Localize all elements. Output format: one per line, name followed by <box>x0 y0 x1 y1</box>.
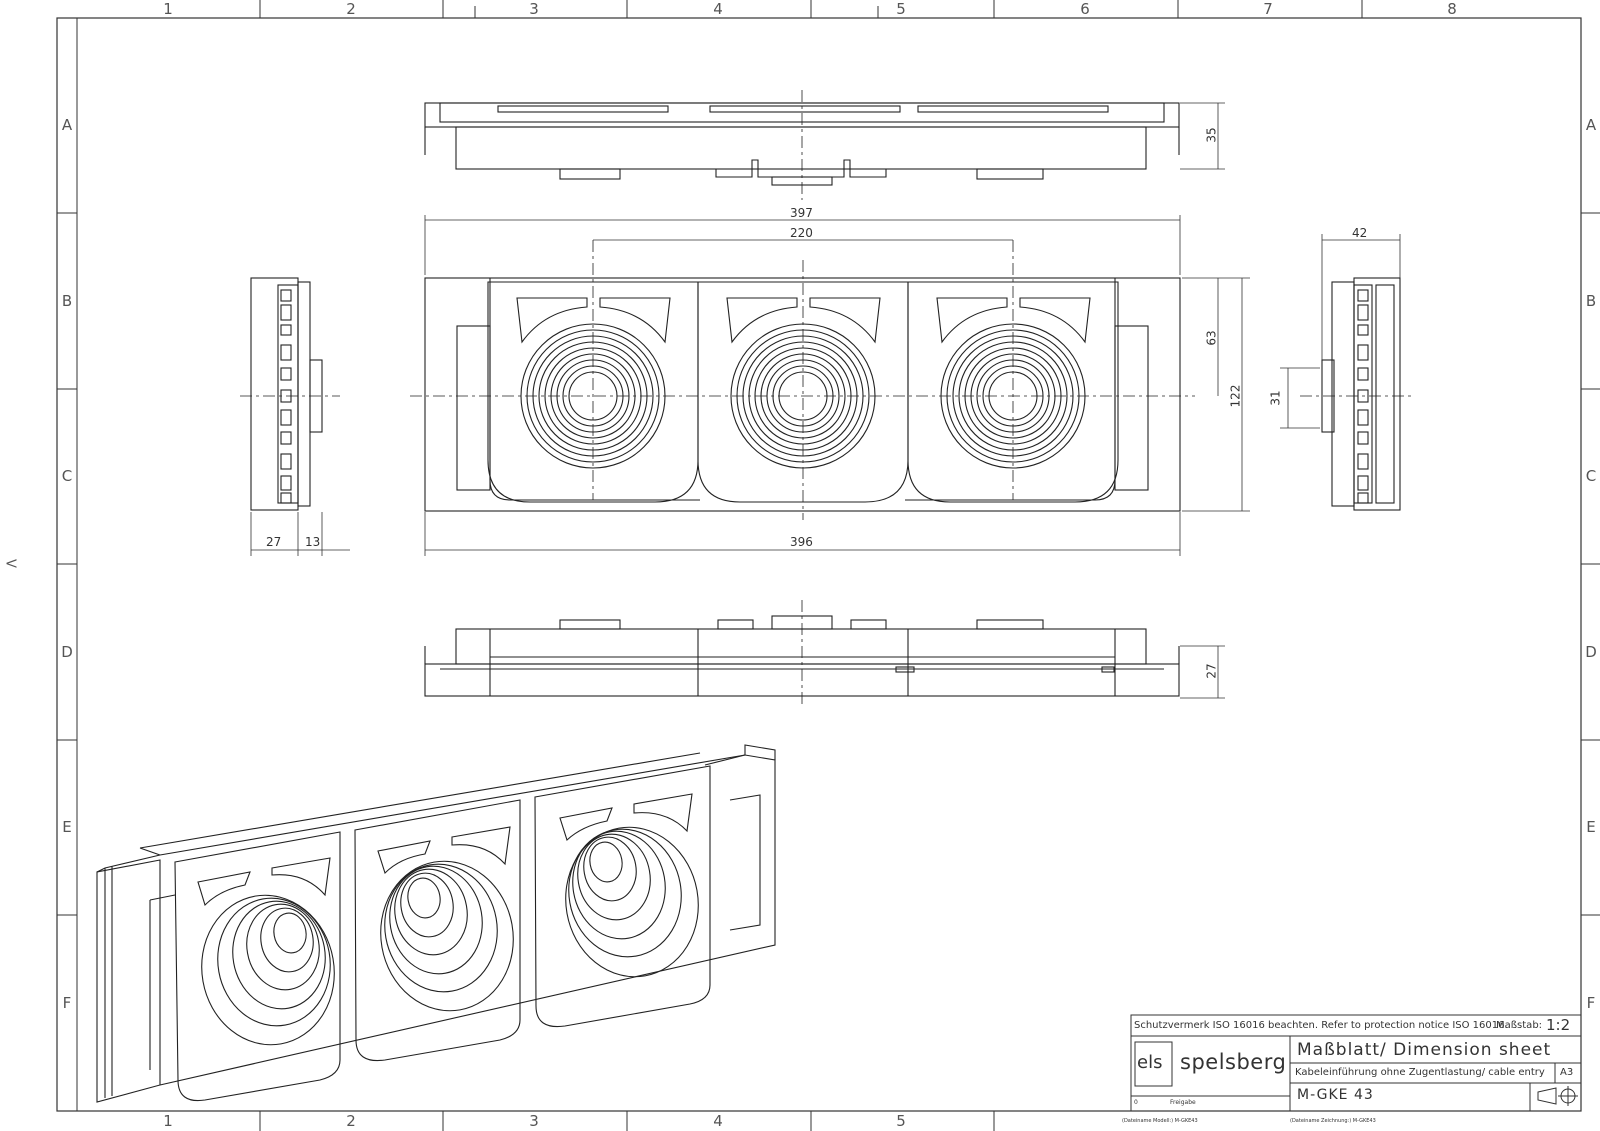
col-label-7: 7 <box>1263 0 1273 18</box>
front-outline <box>424 277 1181 512</box>
col-label-3: 3 <box>529 0 539 18</box>
drawing-filename: (Dateiname Zeichnung:) M-GKE43 <box>1290 1118 1376 1124</box>
dim-220: 220 <box>790 226 813 240</box>
isometric-view <box>96 744 776 1103</box>
logo-box <box>1134 1041 1173 1087</box>
row-label-right-d: D <box>1585 643 1597 661</box>
row-label-right-e: E <box>1586 818 1596 836</box>
col-label-2: 2 <box>346 0 356 18</box>
dim-122: 122 <box>1228 384 1243 408</box>
logo-text: spelsberg <box>1180 1050 1287 1074</box>
col-label-8: 8 <box>1447 0 1457 18</box>
segment-3 <box>907 281 1119 503</box>
left-side-dimensions <box>250 512 350 556</box>
row-label-right-a: A <box>1585 116 1597 134</box>
scale-value: 1:2 <box>1546 1016 1571 1034</box>
zone-grid <box>57 0 1600 1131</box>
row-label-right-b: B <box>1585 292 1597 310</box>
format-label: A3 <box>1560 1067 1574 1078</box>
dim-396: 396 <box>790 535 813 549</box>
right-side-view <box>1300 277 1415 511</box>
front-dimensions <box>424 215 1250 556</box>
cone-symbol-icon <box>1537 1087 1557 1105</box>
revision: 0 <box>1134 1099 1138 1106</box>
sheet-title: Maßblatt/ Dimension sheet <box>1297 1040 1552 1060</box>
dim-35: 35 <box>1204 127 1219 143</box>
top-view <box>424 90 1180 200</box>
dim-27-left: 27 <box>266 535 282 549</box>
col-label-bottom-5: 5 <box>896 1112 906 1130</box>
segment-2 <box>697 281 909 503</box>
bottom-view <box>424 600 1180 706</box>
left-margin-mark: V <box>2 559 18 568</box>
right-side-dimensions <box>1280 234 1401 429</box>
dimension-27-bottom <box>1180 645 1225 699</box>
part-description: Kabeleinführung ohne Zugentlastung/ cabl… <box>1295 1067 1545 1078</box>
col-label-bottom-3: 3 <box>529 1112 539 1130</box>
dimension-35 <box>1180 102 1225 170</box>
title-block <box>1130 1014 1582 1112</box>
col-label-6: 6 <box>1080 0 1090 18</box>
row-label-right-f: F <box>1586 994 1596 1012</box>
model-filename: (Dateiname Modell:) M-GKE43 <box>1122 1118 1198 1124</box>
left-side-view <box>240 277 340 511</box>
front-view <box>410 240 1195 520</box>
release-label: Freigabe <box>1170 1099 1196 1106</box>
col-label-bottom-1: 1 <box>163 1112 173 1130</box>
col-label-bottom-4: 4 <box>713 1112 723 1130</box>
outer-frame <box>56 17 1582 1112</box>
row-label-f: F <box>62 994 72 1012</box>
dim-63: 63 <box>1204 330 1219 346</box>
dim-42: 42 <box>1352 226 1368 240</box>
dim-27-bottom: 27 <box>1204 663 1219 679</box>
dim-31: 31 <box>1268 390 1283 406</box>
segment-1 <box>487 281 699 503</box>
part-number: M-GKE 43 <box>1297 1087 1374 1103</box>
row-label-d: D <box>61 643 73 661</box>
logo-box-text: els <box>1137 1052 1163 1073</box>
row-label-right-c: C <box>1585 467 1597 485</box>
scale-label: Maßstab: <box>1496 1020 1543 1031</box>
col-label-4: 4 <box>713 0 723 18</box>
row-label-a: A <box>61 116 73 134</box>
protection-notice: Schutzvermerk ISO 16016 beachten. Refer … <box>1134 1020 1508 1031</box>
dim-13: 13 <box>305 535 321 549</box>
dim-397: 397 <box>790 206 813 220</box>
row-label-c: C <box>61 467 73 485</box>
col-label-bottom-2: 2 <box>346 1112 356 1130</box>
col-label-1: 1 <box>163 0 173 18</box>
row-label-e: E <box>62 818 72 836</box>
row-label-b: B <box>61 292 73 310</box>
col-label-5: 5 <box>896 0 906 18</box>
